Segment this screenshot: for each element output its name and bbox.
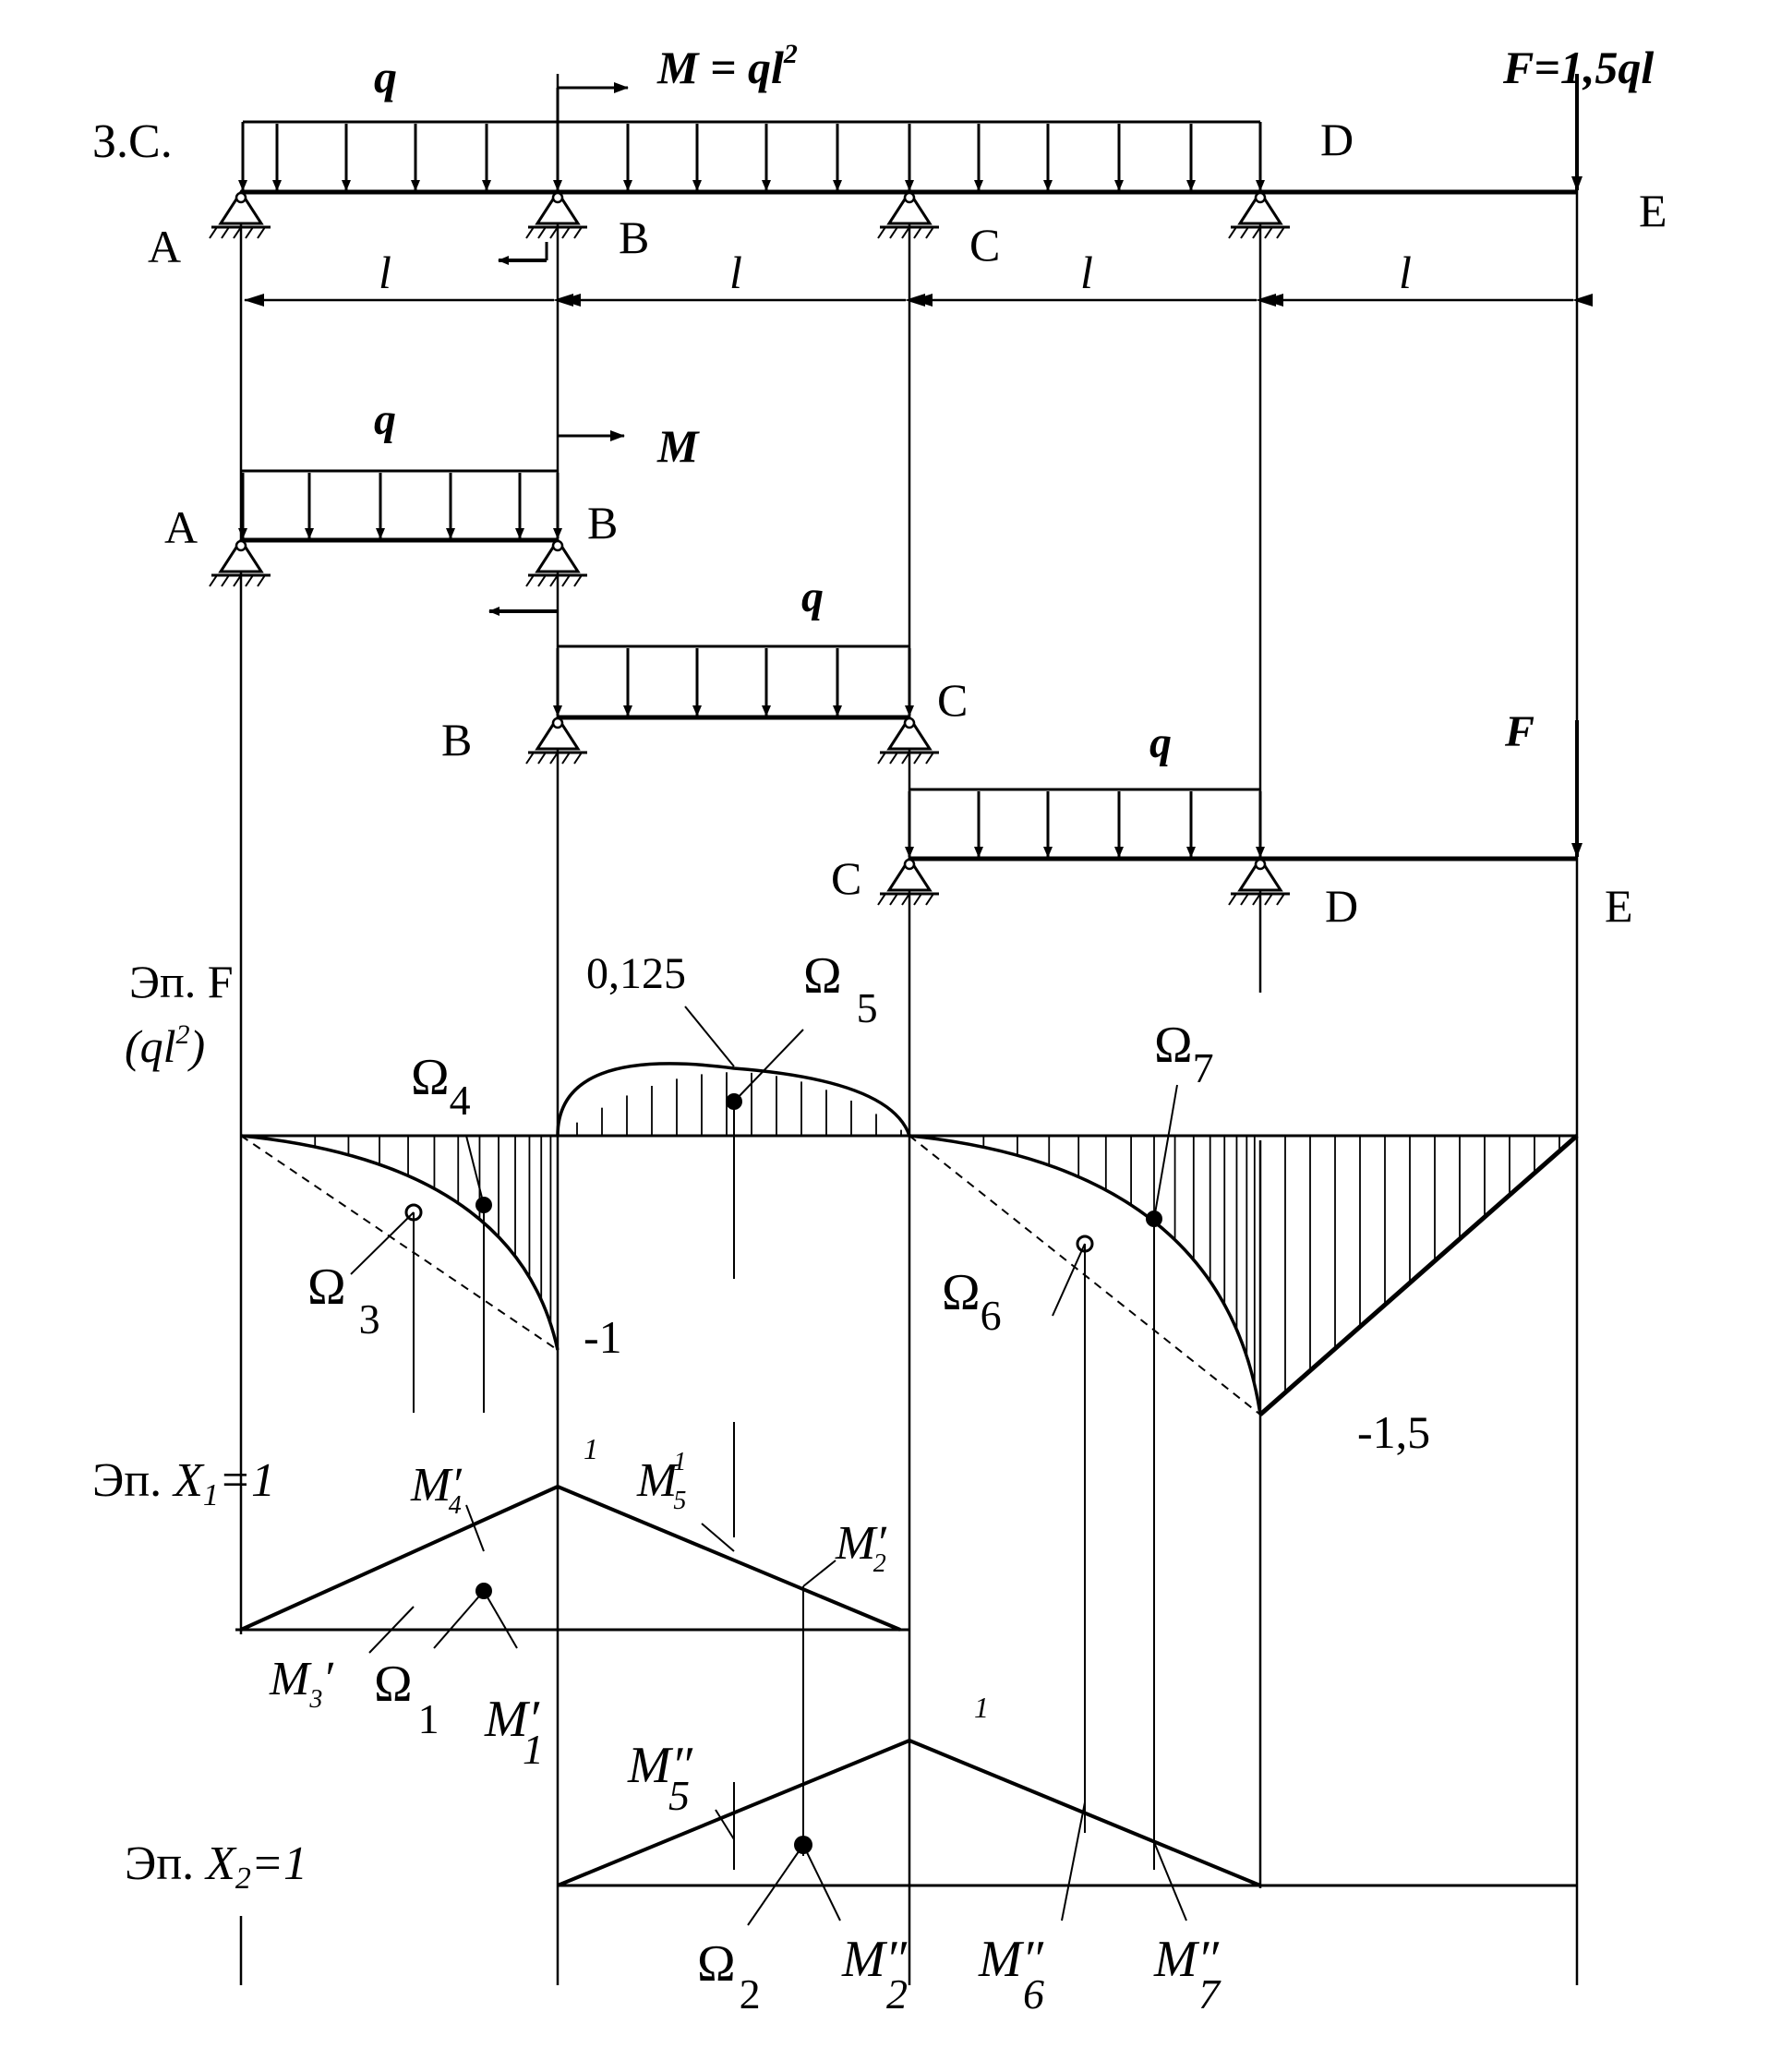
beam-BC-q-label: q [801,572,824,621]
beam-AB-load-arrows [238,473,562,539]
point-A-top: A [148,221,181,272]
omega4-label: Ω4 [411,1049,471,1124]
epF-unit: (ql2) [125,1019,205,1072]
beam-AB-q-label: q [374,395,396,444]
epX1-line-AB [240,1485,559,1632]
centroid-leaders [350,1029,1178,1870]
beam-AB-moment-label: M [656,420,700,472]
span-label-1: l [379,247,391,298]
beam-BC: q B C [441,572,968,765]
moment-arrow-top [556,82,629,192]
M6-dprime-label: M″6 [978,1931,1044,2018]
moment-label-top: M = ql2 [656,39,798,93]
moment-diagram-X2: Эп. X2=1 1 M″5 Ω2 M″2 M″6 M″7 [125,1691,1577,2018]
epF-value-B: -1 [584,1311,622,1363]
beam-BC-point-C: C [937,674,968,726]
M3-prime-label: M3′ [269,1653,334,1714]
omega5-label: Ω5 [803,947,878,1031]
span-label-3: l [1080,247,1093,298]
M5-dprime-label: M″5 [627,1737,693,1819]
M7-dprime-label: M″7 [1153,1931,1221,2018]
beam-BC-load-arrows [553,648,914,717]
vertical-guide-lines [239,74,1579,1985]
beam-AB-point-B: B [587,497,618,548]
beam-CDE-load-arrows [905,791,1265,858]
force-label-top: F=1,5ql [1502,42,1654,93]
point-B-top: B [619,211,649,263]
epF-curve-AB [240,1134,560,1351]
epX2-peak: 1 [974,1691,989,1724]
epX1-line-BC [557,1485,901,1632]
horizontal-arrow-B-top [498,242,548,265]
beam-CDE-point-C: C [831,852,861,904]
omega3-label: Ω3 [307,1259,380,1343]
load-arrows [238,124,1265,191]
epX1-leaders [368,1422,836,1856]
M2-dprime-label: M″2 [841,1931,908,2018]
epF-value-mid-leader [684,1006,735,1067]
span-label-2: l [729,247,742,298]
epF-value-D: -1,5 [1357,1406,1430,1458]
epF-hatching [314,1072,1560,1393]
omega6-label: Ω6 [942,1264,1002,1339]
epF-line-DE [1258,1134,1579,1416]
span-label-4: l [1399,247,1412,298]
point-E-top: E [1639,185,1667,236]
epX2-leaders [715,1782,1187,1926]
M2-prime-label: M′2 [835,1517,887,1578]
epF-chord-AB [240,1135,559,1351]
M4-prime-label: M′4 [410,1459,463,1520]
epX1-label: Эп. X1=1 [92,1454,275,1512]
beam-CDE: q F C D E [831,707,1633,932]
beam-CDE-point-D: D [1325,880,1358,932]
omega1-label: Ω1 [374,1656,439,1742]
point-D-top: D [1320,114,1354,165]
beam-AB: q M A B [164,395,700,616]
epF-curve-BC [556,1062,911,1137]
epF-label: Эп. F [129,956,234,1007]
load-q-label: q [374,51,397,102]
epF-value-mid: 0,125 [586,949,686,998]
given-system: З.С. q M = ql2 F=1,5ql A B C D E [92,39,1667,307]
beam-CDE-force-label: F [1504,707,1534,756]
title: З.С. [92,115,173,168]
beam-CDE-point-E: E [1605,880,1633,932]
distributed-load-top [241,120,1262,192]
M1-prime-label: M′1 [484,1691,544,1773]
epX1-peak: 1 [584,1432,598,1465]
omega2-label: Ω2 [697,1935,761,2018]
moment-diagram-F: Эп. F (ql2) 0,125 -1 -1,5 [125,947,1579,1870]
beam-AB-point-A: A [164,501,198,553]
point-C-top: C [969,219,1000,271]
beam-BC-point-B: B [441,714,472,765]
epX2-label: Эп. X2=1 [125,1837,307,1896]
epX2-line-CD [909,1739,1261,1887]
beam-CDE-q-label: q [1149,718,1172,767]
omega7-label: Ω7 [1154,1017,1214,1091]
